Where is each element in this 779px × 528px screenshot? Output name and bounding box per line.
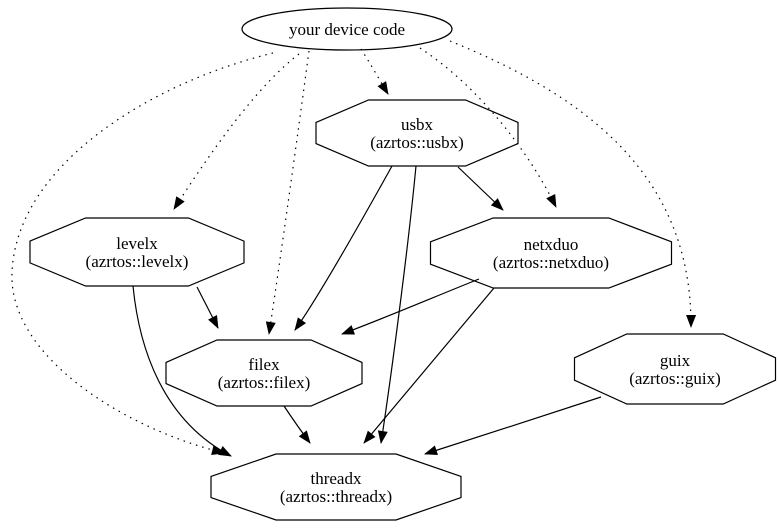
edge-usbx-netxduo (457, 166, 504, 211)
node-usbx-label-line1: usbx (401, 115, 434, 134)
node-filex: filex(azrtos::filex) (165, 339, 363, 407)
node-guix: guix(azrtos::guix) (573, 333, 777, 405)
node-guix-label-line1: guix (660, 351, 691, 370)
node-levelx-label-line1: levelx (116, 234, 158, 253)
node-usbx: usbx(azrtos::usbx) (315, 99, 519, 167)
edges-layer (11, 40, 697, 457)
node-netxduo: netxduo(azrtos::netxduo) (429, 217, 673, 289)
node-filex-label-line1: filex (248, 355, 280, 374)
node-netxduo-label-line2: (azrtos::netxduo) (493, 253, 609, 272)
edge-device-usbx (360, 48, 389, 95)
edge-usbx-filex (294, 165, 393, 331)
edge-levelx-threadx (132, 285, 232, 457)
edge-device-filex (265, 50, 310, 335)
node-threadx-label-line2: (azrtos::threadx) (280, 487, 392, 506)
node-device: your device code (241, 7, 453, 51)
node-levelx-shape (29, 217, 245, 287)
node-threadx-label-line1: threadx (311, 469, 362, 488)
node-guix-label-line2: (azrtos::guix) (629, 369, 721, 388)
edge-netxduo-threadx (363, 287, 495, 444)
node-netxduo-shape (429, 217, 673, 289)
nodes-layer: your device codeusbx(azrtos::usbx)levelx… (29, 7, 777, 521)
node-guix-shape (573, 333, 777, 405)
edge-netxduo-filex (341, 278, 480, 335)
edge-levelx-filex (196, 286, 219, 329)
node-device-label-line1: your device code (289, 20, 405, 39)
node-filex-shape (165, 339, 363, 407)
node-levelx-label-line2: (azrtos::levelx) (86, 252, 189, 271)
node-netxduo-label-line1: netxduo (524, 235, 579, 254)
node-device-shape (241, 7, 453, 51)
edge-device-levelx (173, 53, 300, 210)
edge-device-guix (449, 40, 697, 328)
node-threadx-shape (210, 453, 462, 521)
node-filex-label-line2: (azrtos::filex) (218, 373, 311, 392)
edge-guix-threadx (424, 396, 602, 456)
edge-filex-threadx (283, 405, 311, 444)
node-levelx: levelx(azrtos::levelx) (29, 217, 245, 287)
node-threadx: threadx(azrtos::threadx) (210, 453, 462, 521)
node-usbx-label-line2: (azrtos::usbx) (370, 133, 463, 152)
edge-device-threadx (11, 52, 274, 455)
